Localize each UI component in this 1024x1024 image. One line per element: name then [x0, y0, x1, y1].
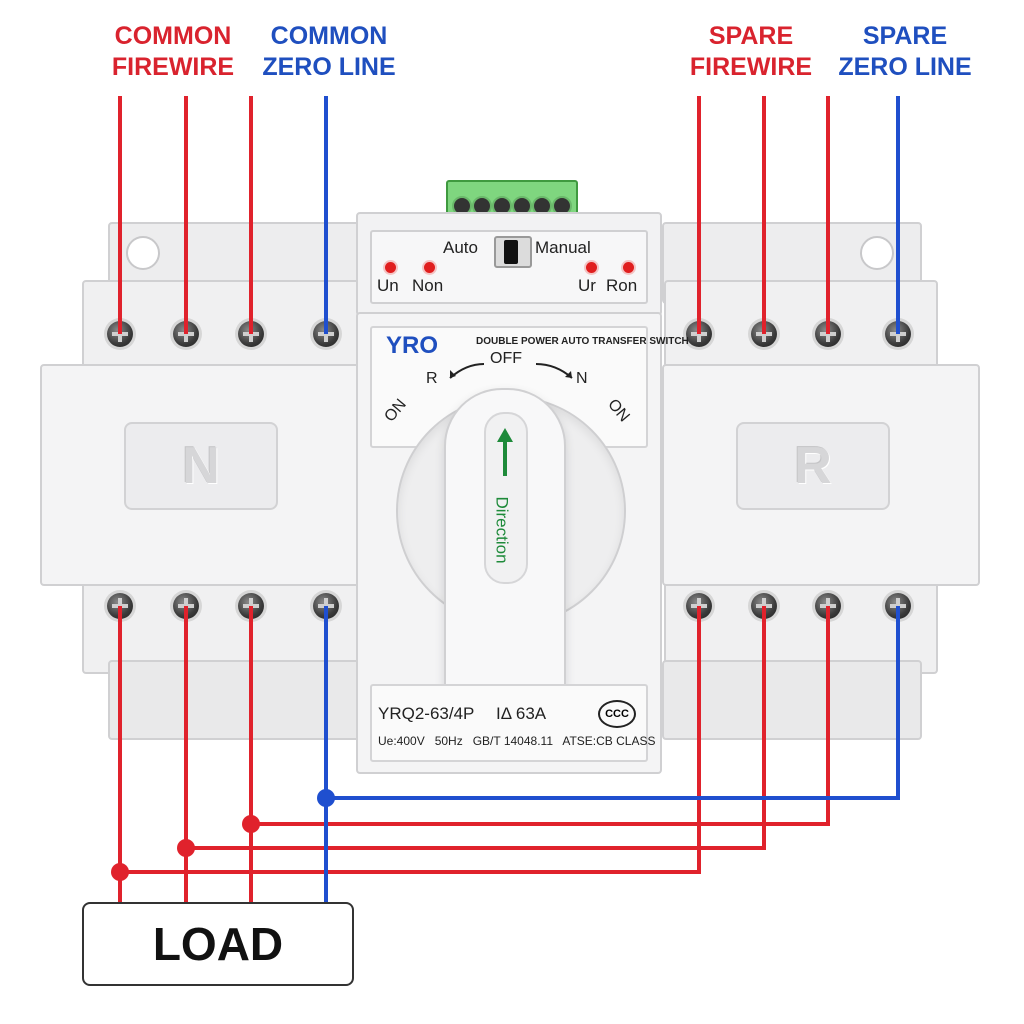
switch-slider: [504, 240, 518, 264]
dial-arrows-icon: [449, 363, 573, 379]
mount-hole-left: [126, 236, 160, 270]
led-label-ron: Ron: [606, 276, 638, 295]
product-title: DOUBLE POWER AUTO TRANSFER SWITCH: [476, 336, 689, 347]
load-label: LOAD: [152, 918, 284, 970]
right-base: [662, 660, 922, 740]
common-firewire-label: COMMON FIREWIRE: [111, 22, 235, 81]
spare-firewire-label: SPARE FIREWIRE: [689, 22, 813, 81]
spec-line: Ue:400V 50Hz GB/T 14048.11 ATSE:CB CLASS: [378, 734, 656, 748]
spare-zero-line-label: SPARE ZERO LINE: [838, 22, 972, 81]
common-zero-line-label: COMMON ZERO LINE: [262, 22, 396, 81]
dial-r: R: [426, 370, 438, 387]
led-ur: [586, 262, 597, 273]
dial-off: OFF: [490, 350, 522, 367]
ccc-cert-icon: CCC: [598, 700, 636, 728]
model-number: YRQ2-63/4P: [378, 704, 475, 723]
auto-label: Auto: [443, 238, 478, 257]
led-label-non: Non: [412, 276, 444, 295]
led-un: [385, 262, 396, 273]
dial-n: N: [576, 370, 588, 387]
led-label-ur: Ur: [578, 276, 596, 295]
current-rating: IΔ 63A: [496, 704, 547, 723]
led-ron: [623, 262, 634, 273]
led-non: [424, 262, 435, 273]
direction-arrow-icon: [497, 428, 513, 476]
module-letter-r: R: [736, 422, 890, 510]
load-box: [82, 902, 354, 986]
manual-label: Manual: [535, 238, 591, 257]
led-label-un: Un: [377, 276, 399, 295]
module-letter-n: N: [124, 422, 278, 510]
brand-logo: YRO: [386, 332, 439, 359]
mount-hole-right: [860, 236, 894, 270]
